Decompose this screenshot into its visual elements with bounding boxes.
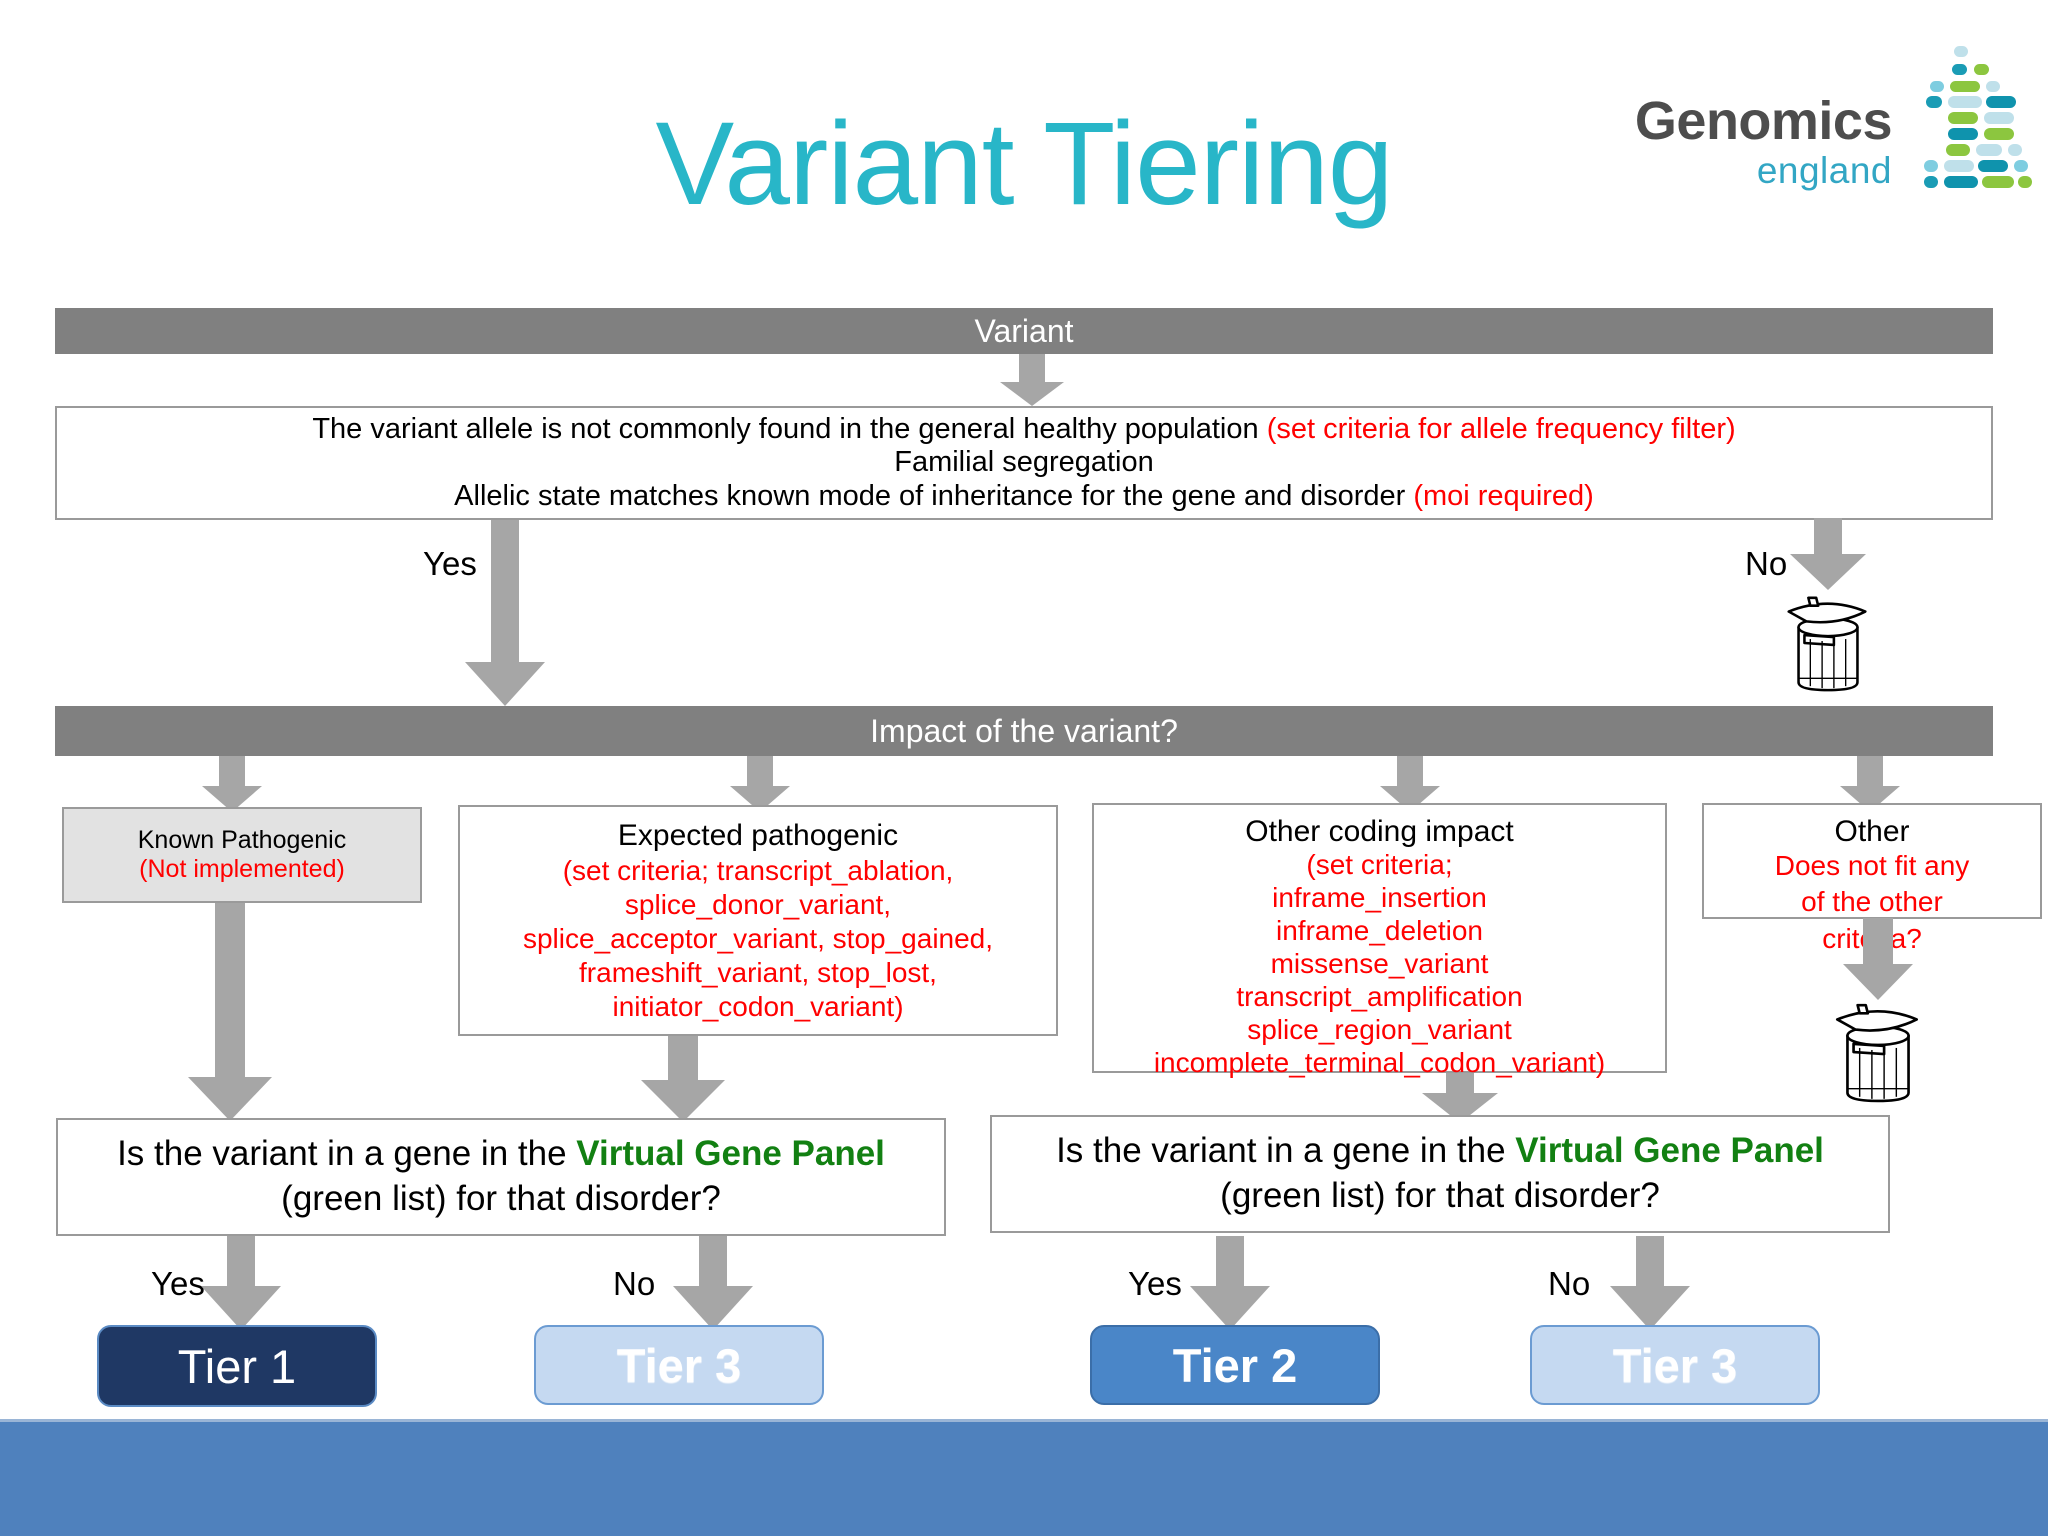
panel-left-text-part2: (green list) for that disorder?: [281, 1179, 721, 1218]
filter-line3-note: (moi required): [1413, 479, 1594, 512]
expected-pathogenic-detail-line-3: splice_acceptor_variant, stop_gained,: [522, 922, 994, 954]
known-pathogenic-heading: Known Pathogenic: [137, 826, 347, 854]
panel-right-text-part2: (green list) for that disorder?: [1220, 1176, 1660, 1215]
tier-3-label-left: Tier 3: [616, 1338, 742, 1392]
arrow-filter-yes-to-impact: [465, 520, 545, 706]
logo-wordmark: Genomics: [1634, 91, 1893, 151]
expected-pathogenic-heading: Expected pathogenic: [617, 819, 899, 852]
other-coding-impact-detail-line-3: inframe_deletion: [1275, 915, 1484, 947]
filter-no-label: No: [1745, 545, 1788, 582]
gene-panel-question-box-left: Is the variant in a gene in the Virtual …: [56, 1118, 946, 1236]
arrow-known-pathogenic-to-panel-left: [185, 903, 275, 1121]
arrow-filter-no-to-trash: [1790, 518, 1866, 592]
tier-1-label: Tier 1: [177, 1339, 297, 1393]
panel-left-highlight: Virtual Gene Panel: [576, 1134, 885, 1174]
logo-subwordmark: england: [1756, 150, 1892, 191]
other-box: Other Does not fit any of the other crit…: [1702, 803, 2042, 954]
known-pathogenic-detail: (Not implemented): [139, 855, 345, 883]
gene-panel-question-box-right: Is the variant in a gene in the Virtual …: [990, 1115, 1890, 1233]
expected-pathogenic-detail-line-4: frameshift_variant, stop_lost,: [579, 956, 937, 988]
arrow-panel-left-yes-to-tier1: [196, 1236, 286, 1332]
other-detail-line-2: of the other: [1801, 886, 1943, 918]
trash-can-icon: [1835, 1003, 1919, 1103]
panel-right-highlight: Virtual Gene Panel: [1515, 1131, 1824, 1171]
panel-left-text-part1: Is the variant in a gene in the: [117, 1134, 577, 1174]
expected-pathogenic-detail-line-1: (set criteria; transcript_ablation,: [562, 854, 954, 886]
other-coding-impact-box: Other coding impact (set criteria; infra…: [1092, 803, 1667, 1078]
trash-can-icon: [1787, 596, 1867, 692]
tier-1-badge[interactable]: Tier 1: [97, 1325, 377, 1407]
filter-line1-text: The variant allele is not commonly found…: [312, 413, 1267, 446]
other-heading: Other: [1834, 815, 1910, 848]
tier-2-badge[interactable]: Tier 2: [1090, 1325, 1380, 1405]
other-coding-impact-detail-line-4: missense_variant: [1270, 948, 1489, 980]
arrow-impact-to-expected-pathogenic: [728, 756, 792, 812]
filter-line3-text: Allelic state matches known mode of inhe…: [454, 479, 1414, 512]
known-pathogenic-box: Known Pathogenic (Not implemented): [62, 807, 422, 903]
tier-2-label: Tier 2: [1172, 1338, 1298, 1392]
arrow-panel-right-no-to-tier3: [1605, 1236, 1695, 1332]
filter-line1-note: (set criteria for allele frequency filte…: [1266, 413, 1736, 446]
genomics-england-logo: Genomics england: [1635, 38, 2040, 218]
expected-pathogenic-box: Expected pathogenic (set criteria; trans…: [458, 805, 1058, 1036]
impact-bar-label: Impact of the variant?: [870, 712, 1178, 749]
logo-dna-mark-icon: [1924, 46, 2032, 188]
variant-bar-label: Variant: [974, 312, 1074, 349]
arrow-impact-to-known-pathogenic: [200, 756, 264, 812]
arrow-other-to-trash: [1840, 918, 1916, 1002]
filter-yes-label: Yes: [423, 545, 477, 582]
panel-right-no-label: No: [1548, 1265, 1591, 1302]
page-title: Variant Tiering: [655, 98, 1393, 230]
impact-bar: Impact of the variant?: [55, 706, 1993, 756]
tier-3-badge-left[interactable]: Tier 3: [534, 1325, 824, 1405]
arrow-expected-pathogenic-to-panel-left: [638, 1036, 728, 1122]
variant-bar: Variant: [55, 308, 1993, 354]
other-coding-impact-detail-line-5: transcript_amplification: [1236, 981, 1523, 1013]
panel-left-yes-label: Yes: [151, 1265, 205, 1302]
panel-right-yes-label: Yes: [1128, 1265, 1182, 1302]
panel-left-no-label: No: [613, 1265, 656, 1302]
panel-right-text-part1: Is the variant in a gene in the: [1056, 1131, 1516, 1171]
other-detail-line-1: Does not fit any: [1774, 850, 1970, 881]
other-coding-impact-detail-line-2: inframe_insertion: [1272, 882, 1487, 914]
expected-pathogenic-detail-line-5: initiator_codon_variant): [612, 991, 904, 1023]
tier-3-badge-right[interactable]: Tier 3: [1530, 1325, 1820, 1405]
tier-3-label-right: Tier 3: [1612, 1338, 1738, 1392]
arrow-variant-to-filter: [1000, 354, 1064, 406]
expected-pathogenic-detail-line-2: splice_donor_variant,: [624, 888, 892, 920]
filter-line2-text: Familial segregation: [894, 446, 1154, 479]
other-coding-impact-detail-line-1: (set criteria;: [1306, 849, 1453, 880]
other-coding-impact-heading: Other coding impact: [1245, 815, 1514, 848]
arrow-panel-left-no-to-tier3: [668, 1236, 758, 1332]
other-coding-impact-detail-line-6: splice_region_variant: [1247, 1014, 1512, 1046]
arrow-panel-right-yes-to-tier2: [1185, 1236, 1275, 1332]
other-coding-impact-detail-line-7: incomplete_terminal_codon_variant): [1153, 1047, 1606, 1079]
allele-frequency-criteria-box: The variant allele is not commonly found…: [55, 406, 1993, 520]
footer-band: [0, 1419, 2048, 1536]
